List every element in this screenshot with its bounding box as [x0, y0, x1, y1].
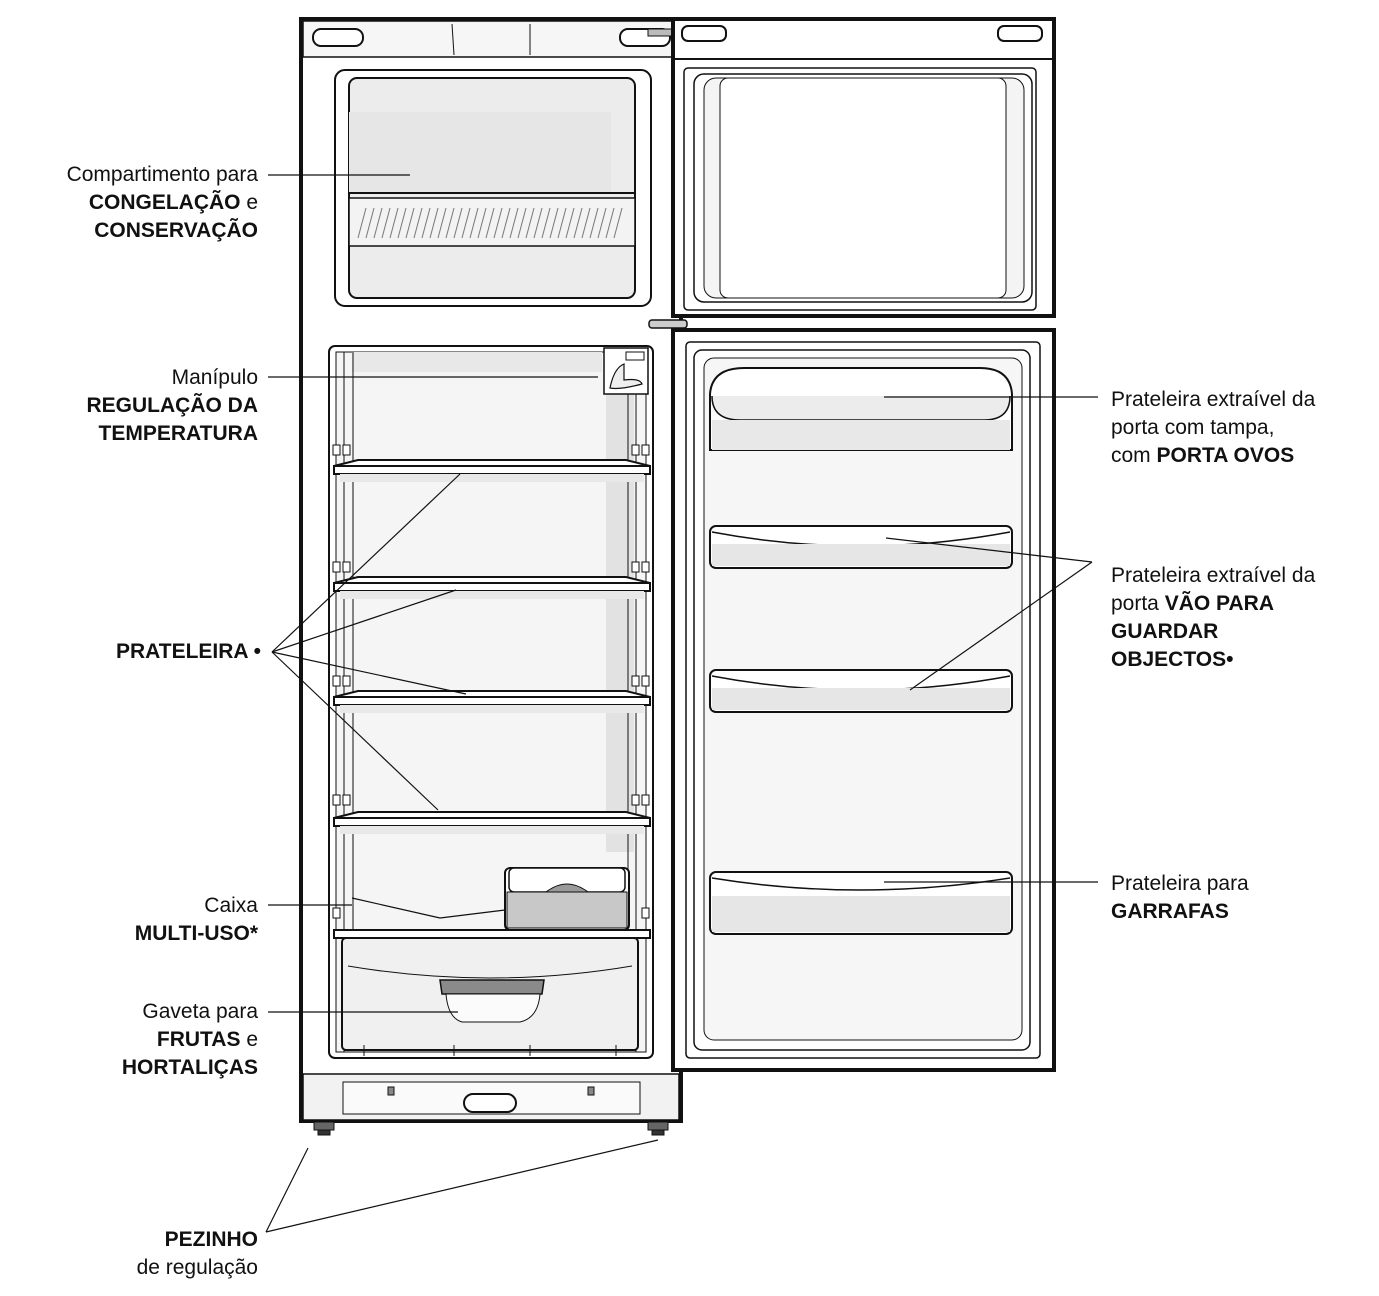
- multi-use-box: [504, 867, 630, 931]
- label-freezer-line3: CONSERVAÇÃO: [94, 219, 258, 242]
- shelf-2: [333, 576, 651, 599]
- adjustable-feet: [313, 1121, 669, 1136]
- label-drawer-frutas: FRUTAS: [156, 1028, 241, 1051]
- label-box-line1: Caixa: [204, 894, 258, 917]
- label-vao-line1: Prateleira extraível da: [1111, 564, 1316, 587]
- label-drawer-e: e: [240, 1028, 258, 1051]
- label-thermostat-line1: Manípulo: [171, 366, 258, 389]
- door-shelf-egg-bin: [709, 367, 1013, 451]
- freezer-grille: [357, 207, 623, 239]
- label-egg-line2: porta com tampa,: [1111, 416, 1275, 439]
- label-freezer-line2: CONGELAÇÃO e: [67, 189, 258, 217]
- label-freezer-compartment: Compartimento para CONGELAÇÃO e CONSERVA…: [67, 161, 258, 245]
- label-egg-line3: com PORTA OVOS: [1111, 442, 1315, 470]
- label-drawer-line1: Gaveta para: [142, 1000, 258, 1023]
- label-bottle-shelf: Prateleira para GARRAFAS: [1111, 870, 1249, 926]
- freezer-door: [671, 17, 1056, 318]
- label-storage-shelf: Prateleira extraível da porta VÃO PARA G…: [1111, 562, 1315, 674]
- label-shelf: PRATELEIRA •: [115, 640, 261, 663]
- label-vao-line2: porta VÃO PARA: [1111, 590, 1315, 618]
- label-vao-vao-para: VÃO PARA: [1164, 592, 1274, 615]
- label-vao-line4: OBJECTOS•: [1111, 648, 1234, 671]
- label-vao-line3: GUARDAR: [1111, 620, 1219, 643]
- door-shelf-2: [709, 525, 1013, 569]
- fridge-door: [671, 328, 1056, 1072]
- label-egg-com: com: [1111, 444, 1157, 467]
- shelf-1: [333, 459, 651, 482]
- label-adjustable-foot: PEZINHO de regulação: [137, 1226, 258, 1282]
- door-shelf-3: [709, 669, 1013, 713]
- label-bottle-line1: Prateleira para: [1111, 872, 1249, 895]
- label-foot-line1: PEZINHO: [164, 1228, 258, 1251]
- refrigerator-cabinet: [299, 17, 688, 1136]
- label-drawer-line3: HORTALIÇAS: [121, 1056, 258, 1079]
- shelf-4: [333, 811, 651, 834]
- label-egg-line1: Prateleira extraível da: [1111, 388, 1316, 411]
- label-freezer-line1: Compartimento para: [66, 163, 258, 186]
- label-thermostat-knob: Manípulo REGULAÇÃO DA TEMPERATURA: [87, 364, 259, 448]
- leader-lines: [265, 174, 1098, 1233]
- label-vao-porta: porta: [1111, 592, 1165, 615]
- label-thermostat-line2: REGULAÇÃO DA: [86, 394, 259, 417]
- label-thermostat-line3: TEMPERATURA: [98, 422, 258, 445]
- label-freezer-e: e: [240, 191, 258, 214]
- crisper-drawer: [341, 937, 639, 1056]
- label-drawer-line2: FRUTAS e: [122, 1026, 258, 1054]
- shelf-clips: [332, 444, 650, 919]
- label-crisper-drawer: Gaveta para FRUTAS e HORTALIÇAS: [122, 998, 258, 1082]
- label-freezer-congelacao: CONGELAÇÃO: [88, 191, 241, 214]
- label-egg-bin-shelf: Prateleira extraível da porta com tampa,…: [1111, 386, 1315, 470]
- label-multi-use-box: Caixa MULTI-USO*: [135, 892, 258, 948]
- label-box-line2: MULTI-USO*: [134, 922, 258, 945]
- label-egg-porta-ovos: PORTA OVOS: [1156, 444, 1295, 467]
- label-bottle-line2: GARRAFAS: [1111, 900, 1229, 923]
- label-foot-line2: de regulação: [136, 1256, 258, 1279]
- shelf-3: [333, 690, 651, 713]
- door-shelf-bottles: [709, 871, 1013, 935]
